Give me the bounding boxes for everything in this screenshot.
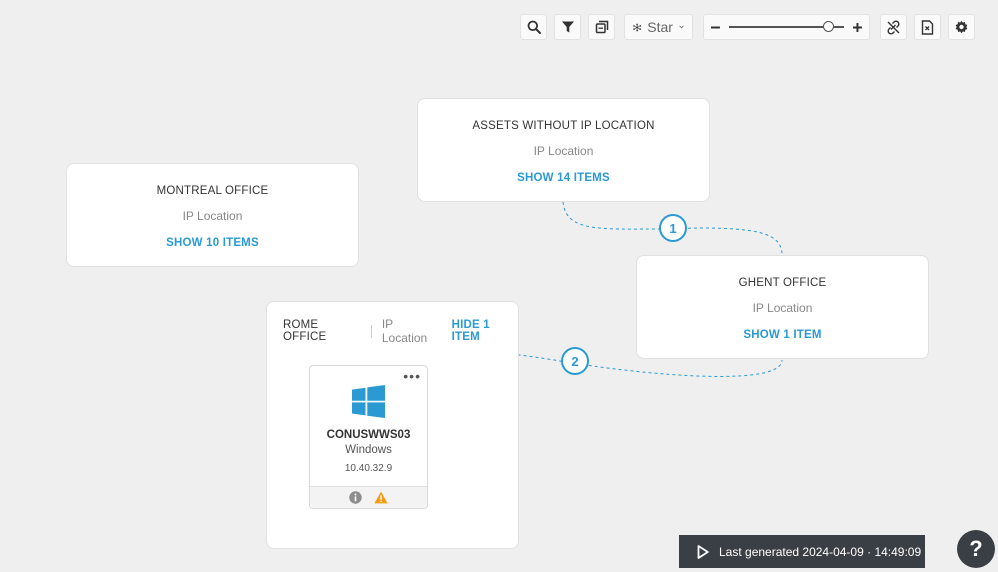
edge-2-line — [366, 347, 783, 377]
group-title: ROME OFFICE — [283, 319, 327, 343]
show-items-link[interactable]: SHOW 10 ITEMS — [166, 237, 259, 249]
play-icon[interactable] — [697, 544, 709, 559]
layout-select[interactable]: Star — [624, 14, 693, 40]
group-subtitle: IP Location — [533, 144, 594, 158]
rome-header: ROME OFFICE IP Location HIDE 1 ITEM — [283, 317, 518, 345]
group-rome-office: ROME OFFICE IP Location HIDE 1 ITEM ••• … — [266, 301, 519, 549]
layout-select-label: Star — [647, 19, 673, 35]
group-subtitle: IP Location — [381, 317, 428, 345]
edge-badge[interactable]: 1 — [659, 214, 687, 242]
group-button[interactable] — [588, 14, 615, 40]
hide-items-link[interactable]: HIDE 1 ITEM — [451, 319, 490, 343]
show-items-link[interactable]: SHOW 1 ITEM — [743, 329, 822, 341]
hide-links-button[interactable] — [880, 14, 907, 40]
asset-footer — [310, 486, 427, 508]
export-button[interactable] — [914, 14, 941, 40]
star-layout-icon — [633, 23, 642, 31]
info-icon[interactable] — [349, 491, 362, 504]
asset-os: Windows — [345, 444, 392, 456]
group-title: ASSETS WITHOUT IP LOCATION — [472, 120, 655, 132]
zoom-slider-handle[interactable] — [823, 21, 835, 32]
group-assets-without-ip: ASSETS WITHOUT IP LOCATION IP Location S… — [417, 98, 710, 202]
filter-icon — [561, 21, 574, 33]
settings-button[interactable] — [948, 14, 975, 40]
group-montreal-office: MONTREAL OFFICE IP Location SHOW 10 ITEM… — [66, 163, 359, 267]
link-off-icon — [887, 19, 900, 35]
asset-card[interactable]: ••• CONUSWWS03 Windows 10.40.32.9 — [309, 365, 428, 509]
group-title: GHENT OFFICE — [738, 277, 827, 289]
last-generated-bar[interactable]: Last generated 2024-04-09 · 14:49:09 — [679, 535, 925, 568]
asset-name: CONUSWWS03 — [326, 429, 411, 441]
windows-icon — [352, 385, 385, 418]
layers-icon — [595, 20, 608, 34]
asset-ip: 10.40.32.9 — [344, 463, 393, 474]
divider — [370, 324, 372, 338]
export-icon — [921, 19, 934, 35]
filter-button[interactable] — [554, 14, 581, 40]
warning-icon[interactable] — [374, 491, 388, 504]
group-subtitle: IP Location — [752, 301, 813, 315]
search-icon — [527, 20, 541, 34]
zoom-control[interactable] — [703, 14, 870, 40]
group-subtitle: IP Location — [182, 209, 243, 223]
group-ghent-office: GHENT OFFICE IP Location SHOW 1 ITEM — [636, 255, 929, 359]
edge-badge[interactable]: 2 — [561, 347, 589, 375]
zoom-in-icon[interactable] — [852, 22, 863, 33]
zoom-out-icon[interactable] — [710, 22, 721, 33]
search-button[interactable] — [520, 14, 547, 40]
group-title: MONTREAL OFFICE — [156, 185, 269, 197]
zoom-slider[interactable] — [728, 21, 845, 32]
last-generated-text: Last generated 2024-04-09 · 14:49:09 — [719, 544, 922, 559]
show-items-link[interactable]: SHOW 14 ITEMS — [517, 172, 610, 184]
chevron-down-icon — [679, 25, 684, 29]
help-button[interactable]: ? — [957, 530, 995, 568]
more-options-icon[interactable]: ••• — [403, 368, 421, 384]
gear-icon — [955, 20, 968, 33]
